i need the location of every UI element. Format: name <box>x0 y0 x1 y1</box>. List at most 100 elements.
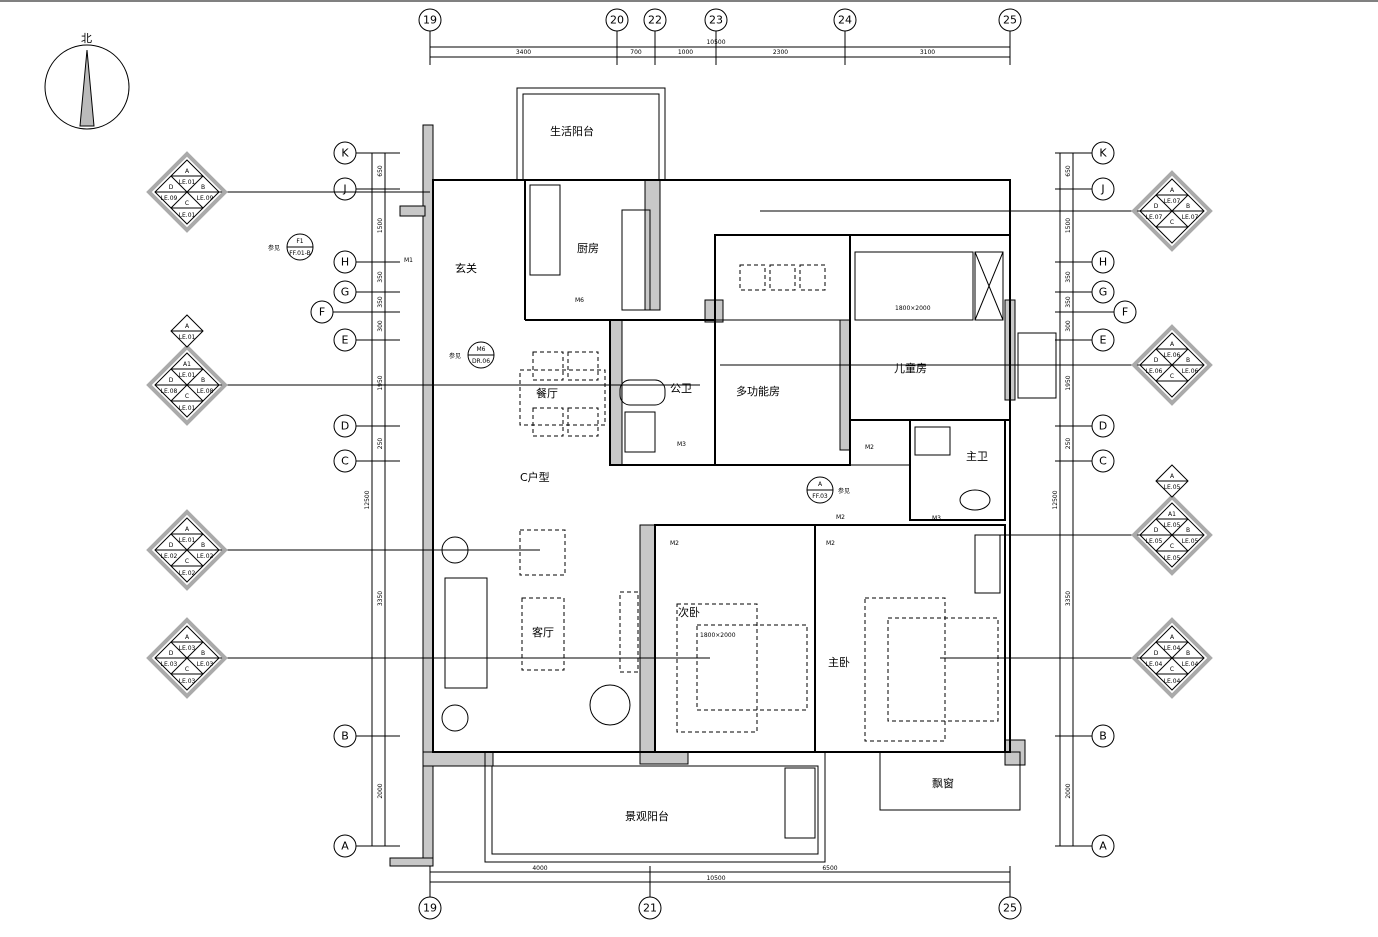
axis-label: D <box>341 420 349 433</box>
dimension-total: 10500 <box>706 39 725 46</box>
dimension-text: 650 <box>377 165 384 177</box>
dimension-text: 3350 <box>377 591 384 606</box>
svg-text:D: D <box>169 650 174 657</box>
tag-code: LE.01 <box>179 537 196 544</box>
svg-text:A: A <box>185 526 190 533</box>
svg-text:B: B <box>1186 527 1190 534</box>
svg-text:D: D <box>169 184 174 191</box>
tag-code: LE.06 <box>1182 368 1199 375</box>
axis-label: 24 <box>838 14 852 27</box>
door-label: M6 <box>575 297 584 304</box>
axis-label: 19 <box>423 14 437 27</box>
axis-label: J <box>1100 183 1104 196</box>
axis-bubble-left: K <box>333 141 357 165</box>
axis-label: A <box>1099 840 1107 853</box>
room-living: 客厅 <box>532 625 554 639</box>
dimension-text: 2300 <box>773 49 788 56</box>
svg-text:D: D <box>169 542 174 549</box>
door-label: M2 <box>670 540 679 547</box>
axis-bubble-right: A <box>1091 834 1115 858</box>
axis-bubble-top: 23 <box>704 8 728 32</box>
bed-size-label: 1800×2000 <box>700 632 736 639</box>
svg-text:参见: 参见 <box>449 352 461 360</box>
axis-label: D <box>1099 420 1107 433</box>
svg-text:C: C <box>1170 373 1174 380</box>
axis-label: G <box>341 286 350 299</box>
tag-code: LE.01 <box>179 334 196 341</box>
dimension-text: 250 <box>1065 438 1072 450</box>
tag-code: LE.05 <box>1164 484 1181 491</box>
dimension-text: 6500 <box>822 865 837 872</box>
room-public-bath: 公卫 <box>670 382 692 395</box>
dimension-text: 350 <box>377 296 384 308</box>
tag-code: LE.03 <box>161 661 178 668</box>
room-master-bath: 主卫 <box>966 450 988 463</box>
tag-code: LE.07 <box>1182 214 1199 221</box>
svg-text:C: C <box>185 393 189 400</box>
axis-label: A <box>341 840 349 853</box>
axis-label: J <box>342 183 346 196</box>
axis-bubble-right: D <box>1091 414 1115 438</box>
tag-code: LE.04 <box>1164 645 1181 652</box>
svg-text:DR.06: DR.06 <box>472 358 490 365</box>
svg-text:A: A <box>1170 341 1175 348</box>
axis-bubble-left: J <box>333 177 357 201</box>
axis-bubble-top: 25 <box>998 8 1022 32</box>
svg-text:B: B <box>201 184 205 191</box>
axis-label: 25 <box>1003 902 1017 915</box>
unit-type: C户型 <box>520 470 550 484</box>
axis-label: C <box>1099 455 1107 468</box>
dimension-text: 3100 <box>920 49 935 56</box>
axis-label: H <box>1099 256 1107 269</box>
svg-text:A: A <box>818 481 823 488</box>
tag-code: LE.01 <box>179 179 196 186</box>
dimension-text: 350 <box>1065 271 1072 283</box>
svg-text:B: B <box>201 542 205 549</box>
dimension-text: 1000 <box>678 49 693 56</box>
svg-text:A: A <box>185 634 190 641</box>
axis-label: 25 <box>1003 14 1017 27</box>
axis-bubble-top: 19 <box>418 8 442 32</box>
axis-label: 23 <box>709 14 723 27</box>
dimension-text: 3400 <box>516 49 531 56</box>
bed-size-label: 1800×2000 <box>895 305 931 312</box>
axis-bubble-right: F <box>1113 300 1137 324</box>
axis-label: H <box>341 256 349 269</box>
room-kids: 儿童房 <box>894 361 927 375</box>
axis-bubble-top: 20 <box>605 8 629 32</box>
dimension-text: 2000 <box>377 783 384 798</box>
dimension-text: 4000 <box>532 865 547 872</box>
axis-bubble-top: 22 <box>643 8 667 32</box>
door-label: M2 <box>865 444 874 451</box>
dimension-text: 350 <box>1065 296 1072 308</box>
furniture <box>441 264 999 742</box>
axis-label: F <box>319 306 325 319</box>
door-label: M3 <box>677 441 686 448</box>
tag-code: LE.08 <box>197 388 214 395</box>
axis-label: B <box>1099 730 1107 743</box>
dimension-text: 250 <box>377 438 384 450</box>
room-labels: 生活阳台 厨房 玄关 餐厅 公卫 多功能房 儿童房 主卫 C户型 客厅 次卧 主… <box>404 124 988 823</box>
svg-text:C: C <box>185 200 189 207</box>
axis-label: K <box>1099 147 1107 160</box>
svg-text:C: C <box>185 558 189 565</box>
door-label: M2 <box>826 540 835 547</box>
tag-code: LE.01 <box>179 405 196 412</box>
dimension-text: 1950 <box>377 375 384 390</box>
svg-text:M6: M6 <box>477 346 486 353</box>
